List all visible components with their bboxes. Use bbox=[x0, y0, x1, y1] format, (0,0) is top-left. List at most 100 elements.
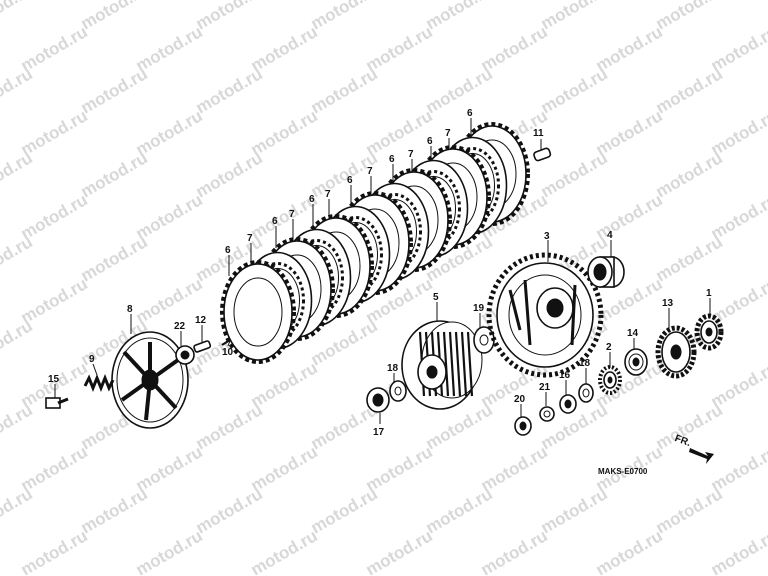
watermark-text: motod.ru bbox=[248, 358, 321, 411]
rod-part-12 bbox=[193, 340, 212, 353]
watermark-text: motod.ru bbox=[0, 232, 36, 285]
collar-part-4 bbox=[587, 256, 625, 288]
part-label-4: 4 bbox=[607, 230, 613, 241]
watermark-text: motod.ru bbox=[423, 484, 496, 537]
spring-part-9 bbox=[83, 373, 115, 393]
watermark-text: motod.ru bbox=[133, 526, 206, 576]
watermark-text: motod.ru bbox=[0, 148, 36, 201]
watermark-text: motod.ru bbox=[18, 526, 91, 576]
watermark-text: motod.ru bbox=[78, 484, 151, 537]
part-label-6: 6 bbox=[225, 245, 231, 256]
watermark-text: motod.ru bbox=[193, 64, 266, 117]
part-label-3: 3 bbox=[544, 231, 550, 242]
spline-rib bbox=[466, 331, 474, 397]
diagram-code: MAKS-E0700 bbox=[598, 467, 648, 476]
watermark-text: motod.ru bbox=[423, 0, 496, 33]
clutch-center-part-5 bbox=[401, 320, 483, 410]
watermark-text: motod.ru bbox=[653, 148, 726, 201]
watermark-text: motod.ru bbox=[133, 190, 206, 243]
part-label-22: 22 bbox=[174, 321, 186, 332]
part-label-11: 11 bbox=[533, 128, 544, 139]
part-label-7: 7 bbox=[445, 128, 451, 139]
watermark-text: motod.ru bbox=[18, 190, 91, 243]
clutch-outer-part-3 bbox=[486, 252, 604, 378]
front-direction-label: FR. bbox=[673, 433, 692, 449]
gear-part-1 bbox=[694, 313, 724, 351]
bearing-part-14 bbox=[624, 348, 648, 376]
part-label-14: 14 bbox=[627, 328, 639, 339]
part-label-1: 1 bbox=[706, 288, 712, 299]
watermark-text: motod.ru bbox=[0, 0, 36, 33]
watermark-text: motod.ru bbox=[0, 64, 36, 117]
part-label-7: 7 bbox=[325, 189, 331, 200]
watermark-text: motod.ru bbox=[0, 316, 36, 369]
pin-part-11 bbox=[533, 147, 552, 162]
bearing-part-22 bbox=[175, 345, 195, 365]
watermark-text: motod.ru bbox=[18, 22, 91, 75]
watermark-text: motod.ru bbox=[133, 442, 206, 495]
part-label-18: 18 bbox=[387, 363, 399, 374]
watermark-text: motod.ru bbox=[593, 190, 666, 243]
part-label-7: 7 bbox=[247, 233, 253, 244]
watermark-text: motod.ru bbox=[308, 64, 381, 117]
watermark-text: motod.ru bbox=[18, 274, 91, 327]
watermark-text: motod.ru bbox=[538, 64, 611, 117]
watermark-text: motod.ru bbox=[248, 442, 321, 495]
watermark-text: motod.ru bbox=[248, 106, 321, 159]
spline-rib bbox=[442, 331, 450, 397]
part-label-2: 2 bbox=[606, 342, 612, 353]
spline-rib bbox=[448, 331, 456, 397]
watermark-text: motod.ru bbox=[363, 22, 436, 75]
part-number-labels: 6 7 6 7 6 7 6 7 6 7 6 7 6 11 3 4 5 19 8 … bbox=[48, 108, 712, 438]
watermark-text: motod.ru bbox=[78, 0, 151, 33]
gear-part-13 bbox=[655, 325, 697, 379]
bearing-part-20 bbox=[514, 416, 532, 436]
part-label-12: 12 bbox=[195, 315, 207, 326]
washer-part-21 bbox=[539, 406, 555, 422]
watermark-text: motod.ru bbox=[133, 106, 206, 159]
watermark-text: motod.ru bbox=[308, 0, 381, 33]
watermark-text: motod.ru bbox=[423, 64, 496, 117]
part-label-6: 6 bbox=[467, 108, 473, 119]
watermark-text: motod.ru bbox=[78, 148, 151, 201]
watermark-text: motod.ru bbox=[18, 106, 91, 159]
watermark-text: motod.ru bbox=[653, 0, 726, 33]
bearing-part-16 bbox=[559, 394, 577, 414]
friction-disc bbox=[220, 260, 296, 364]
washer-part-19 bbox=[473, 326, 495, 354]
pressure-plate-part-8 bbox=[111, 331, 189, 429]
part-label-20: 20 bbox=[514, 394, 526, 405]
watermark-text: motod.ru bbox=[18, 442, 91, 495]
spline-rib bbox=[460, 331, 468, 397]
watermark-text: motod.ru bbox=[78, 232, 151, 285]
part-label-13: 13 bbox=[662, 298, 674, 309]
gear-part-2 bbox=[598, 365, 622, 395]
watermark-text: motod.ru bbox=[308, 484, 381, 537]
watermark-text: motod.ru bbox=[133, 22, 206, 75]
part-label-16: 16 bbox=[559, 370, 571, 381]
watermark-text: motod.ru bbox=[193, 148, 266, 201]
part-label-17: 17 bbox=[373, 427, 385, 438]
watermark-text: motod.ru bbox=[653, 64, 726, 117]
part-label-6: 6 bbox=[347, 175, 353, 186]
watermark-text: motod.ru bbox=[78, 64, 151, 117]
watermark-text: motod.ru bbox=[248, 22, 321, 75]
washer-part-18-right bbox=[578, 383, 594, 403]
clutch-plate-stack bbox=[220, 122, 530, 364]
part-label-6: 6 bbox=[427, 136, 433, 147]
part-label-21: 21 bbox=[539, 382, 551, 393]
part-label-18: 18 bbox=[579, 358, 591, 369]
part-label-10: 10 bbox=[222, 347, 234, 358]
front-direction-arrow: FR. bbox=[673, 433, 714, 464]
bolt-part-15 bbox=[45, 397, 69, 409]
watermark-text: motod.ru bbox=[653, 484, 726, 537]
watermark-text: motod.ru bbox=[538, 484, 611, 537]
part-label-19: 19 bbox=[473, 303, 485, 314]
nut-part-17 bbox=[366, 387, 390, 413]
part-label-7: 7 bbox=[408, 149, 414, 160]
watermark-text: motod.ru bbox=[193, 400, 266, 453]
washer-part-18-left bbox=[389, 380, 407, 402]
watermark-text: motod.ru bbox=[653, 232, 726, 285]
